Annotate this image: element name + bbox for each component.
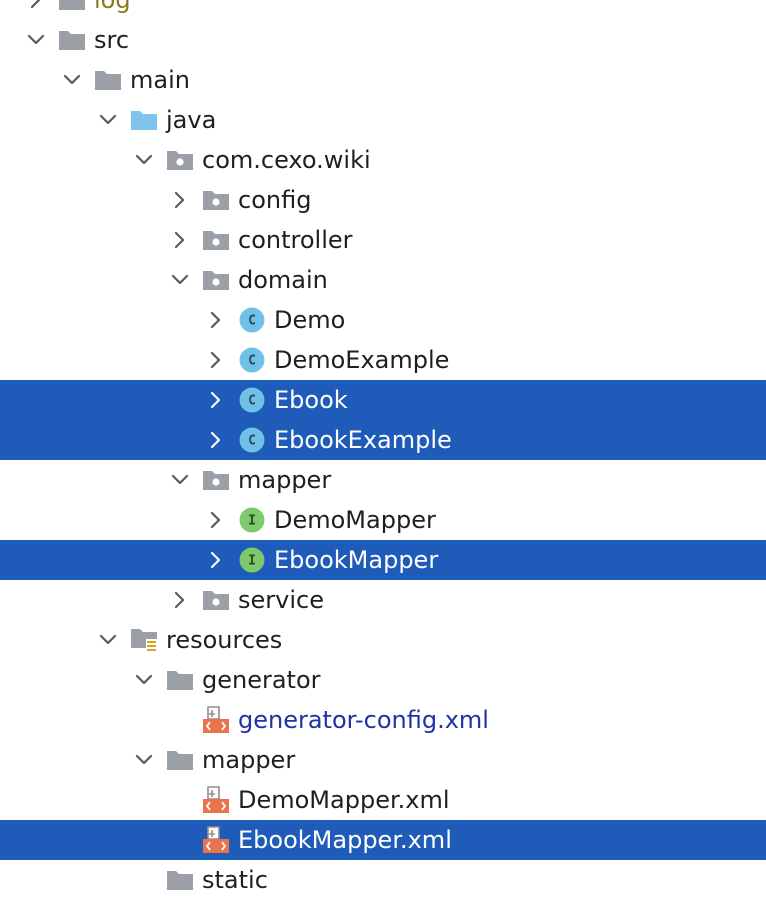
folder-icon [94,66,122,94]
tree-row-generator[interactable]: generator [0,660,766,700]
folder-icon [58,26,86,54]
package-icon [202,466,230,494]
tree-row-service[interactable]: service [0,580,766,620]
tree-row-generator-config-xml[interactable]: generator-config.xml [0,700,766,740]
tree-row-main[interactable]: main [0,60,766,100]
tree-row-ebookexample[interactable]: C EbookExample [0,420,766,460]
chevron-right-icon[interactable] [166,580,194,620]
chevron-down-icon[interactable] [166,460,194,500]
tree-row-ebook[interactable]: C Ebook [0,380,766,420]
tree-row-mapper[interactable]: mapper [0,460,766,500]
tree-row-config[interactable]: config [0,180,766,220]
tree-row-java[interactable]: java [0,100,766,140]
xml-file-icon [202,706,230,734]
folder-icon [166,666,194,694]
xml-file-icon [202,786,230,814]
tree-row-ebookmapper[interactable]: I EbookMapper [0,540,766,580]
chevron-down-icon[interactable] [130,140,158,180]
tree-row-label: src [94,26,130,54]
tree-row-label: DemoMapper.xml [238,786,450,814]
tree-row-label: resources [166,626,283,654]
tree-row-label: domain [238,266,328,294]
tree-row-label: EbookExample [274,426,452,454]
tree-row-label: main [130,66,190,94]
tree-row-label: generator [202,666,321,694]
tree-row-label: EbookMapper.xml [238,826,452,854]
package-icon [166,146,194,174]
chevron-down-icon[interactable] [94,620,122,660]
svg-text:C: C [248,394,256,409]
tree-row-label: mapper [202,746,296,774]
tree-row-label: Demo [274,306,346,334]
package-icon [202,186,230,214]
tree-row-demoexample[interactable]: C DemoExample [0,340,766,380]
chevron-right-icon[interactable] [202,500,230,540]
svg-text:C: C [248,314,256,329]
tree-row-demomapper[interactable]: I DemoMapper [0,500,766,540]
package-icon [202,266,230,294]
svg-text:I: I [248,554,256,569]
chevron-right-icon[interactable] [202,340,230,380]
tree-row-label: DemoExample [274,346,450,374]
tree-row-label: generator-config.xml [238,706,489,734]
chevron-down-icon[interactable] [58,60,86,100]
tree-row-log[interactable]: log [0,0,766,20]
package-icon [202,226,230,254]
class-icon: C [238,306,266,334]
package-icon [202,586,230,614]
tree-row-domain[interactable]: domain [0,260,766,300]
tree-row-demomapper-xml[interactable]: DemoMapper.xml [0,780,766,820]
chevron-right-icon[interactable] [202,300,230,340]
tree-row-mapper[interactable]: mapper [0,740,766,780]
source-folder-icon [130,106,158,134]
tree-row-com-cexo-wiki[interactable]: com.cexo.wiki [0,140,766,180]
tree-row-label: controller [238,226,353,254]
tree-row-ebookmapper-xml[interactable]: EbookMapper.xml [0,820,766,860]
resources-folder-icon [130,626,158,654]
tree-row-label: static [202,866,268,894]
tree-row-resources[interactable]: resources [0,620,766,660]
class-icon: C [238,346,266,374]
svg-text:C: C [248,434,256,449]
svg-text:I: I [248,514,256,529]
chevron-down-icon[interactable] [94,100,122,140]
tree-row-label: EbookMapper [274,546,439,574]
tree-row-controller[interactable]: controller [0,220,766,260]
interface-icon: I [238,546,266,574]
class-icon: C [238,386,266,414]
class-icon: C [238,426,266,454]
folder-icon [166,866,194,894]
chevron-right-icon[interactable] [202,380,230,420]
tree-row-label: service [238,586,324,614]
chevron-right-icon[interactable] [22,0,50,20]
svg-text:C: C [248,354,256,369]
tree-row-static[interactable]: static [0,860,766,898]
chevron-right-icon[interactable] [202,420,230,460]
folder-icon [166,746,194,774]
tree-row-label: com.cexo.wiki [202,146,371,174]
tree-row-label: log [94,0,131,14]
chevron-right-icon[interactable] [166,220,194,260]
chevron-right-icon[interactable] [166,180,194,220]
folder-icon [58,0,86,14]
tree-row-label: DemoMapper [274,506,436,534]
xml-file-icon [202,826,230,854]
chevron-down-icon[interactable] [130,660,158,700]
tree-row-src[interactable]: src [0,20,766,60]
interface-icon: I [238,506,266,534]
tree-row-label: config [238,186,312,214]
chevron-down-icon[interactable] [166,260,194,300]
tree-row-label: Ebook [274,386,348,414]
chevron-down-icon[interactable] [130,740,158,780]
tree-row-demo[interactable]: C Demo [0,300,766,340]
chevron-down-icon[interactable] [22,20,50,60]
tree-row-label: java [166,106,217,134]
chevron-right-icon[interactable] [202,540,230,580]
tree-row-label: mapper [238,466,332,494]
